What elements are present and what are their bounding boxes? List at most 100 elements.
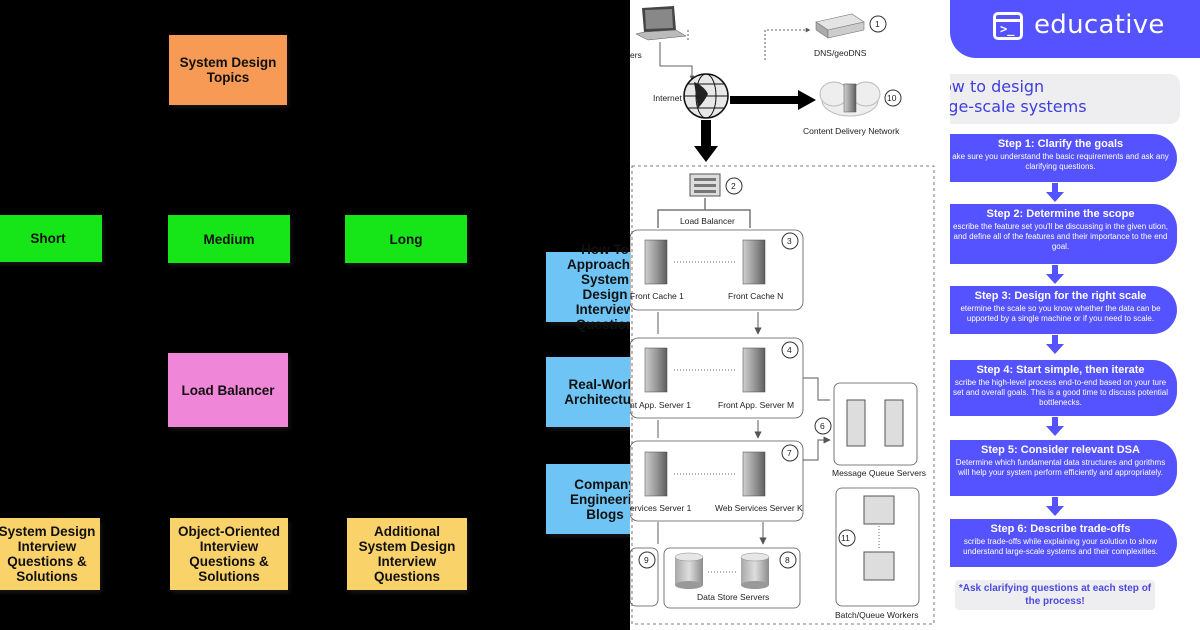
server-icon xyxy=(863,495,895,525)
note-system-design-topics: System Design Topics xyxy=(169,35,287,105)
step-number: 3 xyxy=(787,236,792,246)
message-queue-group xyxy=(833,382,918,466)
note-medium: Medium xyxy=(168,215,290,263)
step-description: scribe trade-offs while explaining your … xyxy=(963,537,1158,556)
server-icon xyxy=(884,399,904,447)
note-short: Short xyxy=(0,215,102,262)
educative-logo-icon: >_ xyxy=(993,12,1023,40)
ws-k-label: Web Services Server K xyxy=(715,503,803,513)
dns-label: DNS/geoDNS xyxy=(814,48,867,58)
note-company-blogs: Company Engineering Blogs xyxy=(546,464,630,534)
infographic-title: ow to design rge-scale systems xyxy=(950,77,1182,117)
mind-map-panel: System Design Topics Short Medium Long L… xyxy=(0,35,630,590)
note-system-design-questions: System Design Interview Questions & Solu… xyxy=(0,518,100,590)
front-cache-1-label: Front Cache 1 xyxy=(630,291,684,301)
note-real-world-architecture: Real-World Architecture xyxy=(546,357,630,427)
front-app-m-label: Front App. Server M xyxy=(718,400,794,410)
server-icon xyxy=(644,451,668,497)
note-label: System Design Interview Questions & Solu… xyxy=(0,524,96,584)
laptop-icon xyxy=(635,6,687,41)
step-description: Determine which fundamental data structu… xyxy=(955,458,1166,477)
note-label: Long xyxy=(389,231,423,247)
step-number: 8 xyxy=(785,555,790,565)
cdn-label: Content Delivery Network xyxy=(803,126,900,136)
step-number: 6 xyxy=(820,421,825,431)
server-icon xyxy=(742,347,766,393)
step-2-card: Step 2: Determine the scope escribe the … xyxy=(950,204,1177,264)
step-number: 2 xyxy=(731,181,736,191)
group-9 xyxy=(630,547,659,607)
ws-1-label: ervices Server 1 xyxy=(630,503,692,513)
data-store-group xyxy=(663,547,801,609)
batch-workers-group xyxy=(835,487,920,607)
note-label: How To Approach A System Design Intervie… xyxy=(566,242,630,332)
step-title: Step 6: Describe trade-offs xyxy=(990,523,1131,535)
note-long: Long xyxy=(345,215,467,263)
step-number: 7 xyxy=(787,448,792,458)
step-title: Step 5: Consider relevant DSA xyxy=(981,444,1140,456)
note-how-to-approach: How To Approach A System Design Intervie… xyxy=(546,242,630,332)
front-app-1-label: nt App. Server 1 xyxy=(630,400,691,410)
database-icon xyxy=(674,552,704,589)
note-label: Company Engineering Blogs xyxy=(570,476,630,522)
mq-label: Message Queue Servers xyxy=(832,468,926,478)
step-3-card: Step 3: Design for the right scale eterm… xyxy=(950,286,1177,334)
server-icon xyxy=(742,239,766,285)
arrow-down-icon xyxy=(1046,497,1064,516)
step-number-circle xyxy=(869,15,887,33)
step-number: 10 xyxy=(887,93,897,103)
title-line-1: ow to design xyxy=(950,77,1045,96)
step-description: escribe the feature set you'll be discus… xyxy=(953,222,1168,251)
note-ood-questions: Object-Oriented Interview Questions & So… xyxy=(170,518,288,590)
step-1-card: Step 1: Clarify the goals ake sure you u… xyxy=(950,134,1177,182)
step-number-circle xyxy=(781,232,799,250)
load-balancer-icon xyxy=(689,173,721,197)
note-label: Real-World Architecture xyxy=(564,377,630,407)
front-cache-group xyxy=(630,229,804,311)
footer-note: *Ask clarifying questions at each step o… xyxy=(955,580,1155,610)
step-6-card: Step 6: Describe trade-offs scribe trade… xyxy=(950,519,1177,567)
step-title: Step 3: Design for the right scale xyxy=(974,290,1147,302)
server-icon xyxy=(742,451,766,497)
step-title: Step 4: Start simple, then iterate xyxy=(976,364,1145,376)
arrow-down-icon xyxy=(1046,417,1064,436)
batch-label: Batch/Queue Workers xyxy=(835,610,918,620)
clients-label: ers xyxy=(630,50,642,60)
educative-infographic-panel: >_ educative ow to design rge-scale syst… xyxy=(950,0,1200,630)
note-label: Short xyxy=(30,231,66,246)
step-5-card: Step 5: Consider relevant DSA Determine … xyxy=(950,440,1177,496)
note-label: System Design Topics xyxy=(179,55,277,85)
step-title: Step 2: Determine the scope xyxy=(986,208,1135,220)
datacenter-boundary xyxy=(631,165,935,625)
step-number: 9 xyxy=(644,555,649,565)
step-number: 11 xyxy=(841,533,850,543)
server-icon xyxy=(863,551,895,581)
note-label: Additional System Design Interview Quest… xyxy=(358,524,456,584)
arrow-down-icon xyxy=(1046,265,1064,284)
step-title: Step 1: Clarify the goals xyxy=(997,138,1124,150)
load-balancer-label: Load Balancer xyxy=(680,216,735,226)
server-icon xyxy=(846,399,866,447)
step-number-circle xyxy=(814,417,832,435)
server-icon xyxy=(644,347,668,393)
dns-server-icon xyxy=(815,13,865,39)
web-services-group xyxy=(630,440,804,522)
step-number-circle xyxy=(884,89,902,107)
note-label: Object-Oriented Interview Questions & So… xyxy=(177,524,280,584)
step-4-card: Step 4: Start simple, then iterate scrib… xyxy=(950,360,1177,416)
step-number-circle xyxy=(781,341,799,359)
arrow-down-icon xyxy=(1046,335,1064,354)
database-icon xyxy=(740,552,770,589)
step-number-circle xyxy=(725,177,743,195)
title-background xyxy=(950,74,1180,124)
step-number: 4 xyxy=(787,345,792,355)
cdn-cloud-icon xyxy=(819,81,881,117)
step-description: etermine the scale so you know whether t… xyxy=(960,304,1161,323)
note-label: Load Balancer xyxy=(181,382,275,398)
title-line-2: rge-scale systems xyxy=(950,97,1087,116)
step-number: 1 xyxy=(875,19,880,29)
brand-name: educative xyxy=(1034,10,1165,40)
note-load-balancer: Load Balancer xyxy=(168,353,288,427)
internet-label: Internet xyxy=(653,93,682,103)
data-store-label: Data Store Servers xyxy=(697,592,769,602)
